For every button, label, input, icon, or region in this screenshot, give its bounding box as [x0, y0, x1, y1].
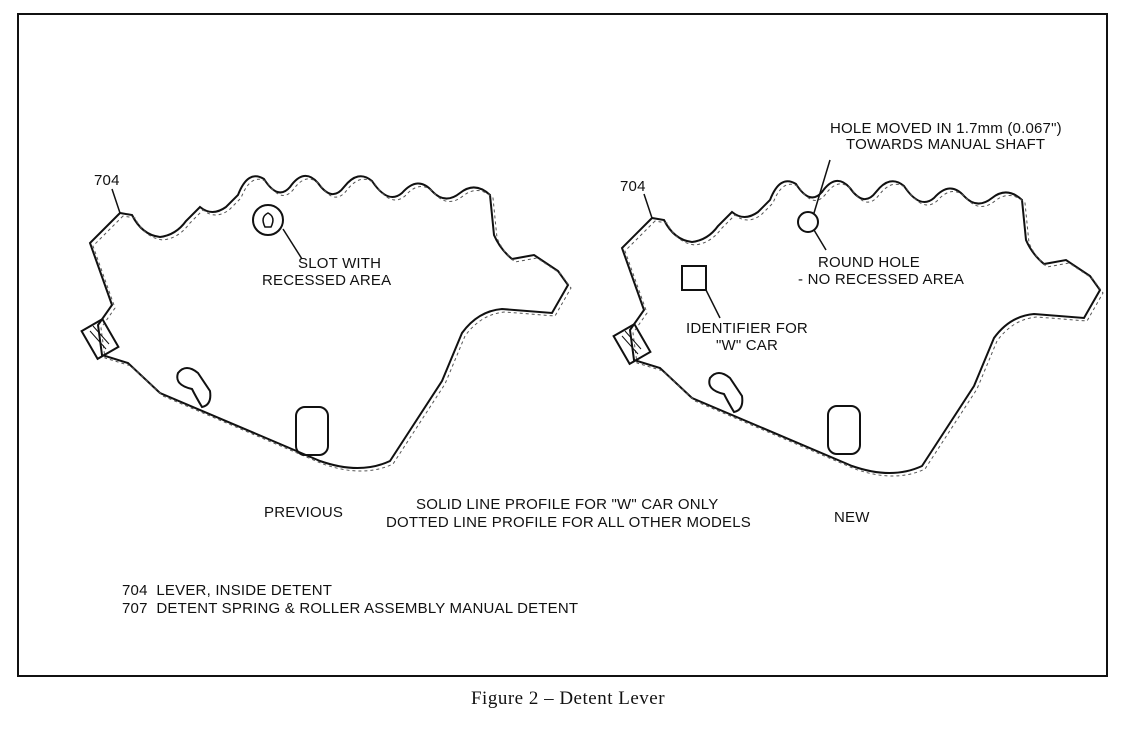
- figure-frame: [17, 13, 1108, 677]
- left-keyhole-slot: [252, 204, 284, 236]
- left-part-number: 704: [94, 172, 120, 189]
- right-identifier-square: [681, 265, 707, 291]
- parts-legend: 704 LEVER, INSIDE DETENT 707 DETENT SPRI…: [122, 582, 578, 618]
- slot-label-line1: SLOT WITH: [298, 255, 381, 272]
- right-oval-slot: [827, 405, 861, 455]
- previous-label: PREVIOUS: [264, 504, 343, 521]
- hole-moved-label-line1: HOLE MOVED IN 1.7mm (0.067"): [830, 120, 1062, 137]
- right-lower-keyhole: [708, 372, 744, 414]
- legend-item: 704 LEVER, INSIDE DETENT: [122, 582, 333, 599]
- profile-note-line1: SOLID LINE PROFILE FOR "W" CAR ONLY: [416, 496, 718, 513]
- right-spring-tab: [612, 322, 652, 366]
- left-detent-lever: [80, 174, 572, 472]
- round-hole-label-line1: ROUND HOLE: [818, 254, 920, 271]
- legend-item: 707 DETENT SPRING & ROLLER ASSEMBLY MANU…: [122, 600, 579, 617]
- slot-label-line2: RECESSED AREA: [262, 272, 391, 289]
- right-part-number: 704: [620, 178, 646, 195]
- profile-note-line2: DOTTED LINE PROFILE FOR ALL OTHER MODELS: [386, 514, 751, 531]
- identifier-label-line2: "W" CAR: [716, 337, 778, 354]
- left-lower-keyhole: [176, 367, 212, 409]
- left-spring-tab: [80, 317, 120, 361]
- left-oval-slot: [295, 406, 329, 456]
- right-detent-lever: [612, 159, 1104, 477]
- hole-moved-label-line2: TOWARDS MANUAL SHAFT: [846, 136, 1045, 153]
- round-hole-label-line2: - NO RECESSED AREA: [798, 271, 964, 288]
- right-round-hole: [797, 211, 819, 233]
- new-label: NEW: [834, 509, 870, 526]
- identifier-label-line1: IDENTIFIER FOR: [686, 320, 808, 337]
- figure-caption: Figure 2 – Detent Lever: [470, 688, 666, 709]
